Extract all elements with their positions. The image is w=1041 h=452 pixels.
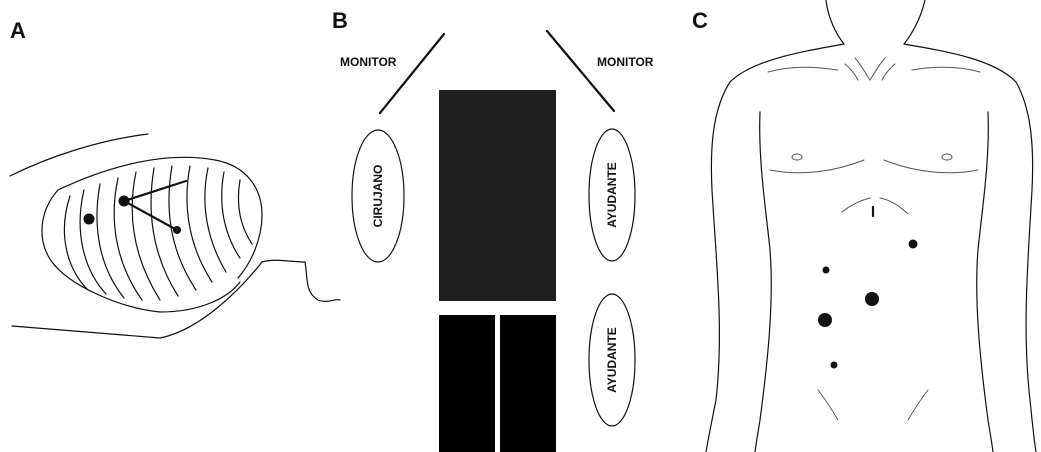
assistant-bottom-label: AYUDANTE	[605, 327, 619, 393]
rib	[131, 171, 161, 301]
rib	[204, 167, 227, 273]
neck-muscle-left	[844, 63, 859, 81]
arm-outline	[9, 133, 149, 177]
rib	[79, 189, 107, 295]
rib	[150, 167, 179, 297]
monitor-left	[378, 32, 446, 115]
nipple-left	[791, 153, 803, 161]
torso-right-outline	[903, 43, 1037, 452]
costal-margin-left	[841, 197, 871, 213]
rib	[113, 177, 143, 301]
rib	[63, 195, 89, 291]
trocar-port	[830, 361, 838, 369]
neck-muscle-right	[881, 63, 896, 81]
pectoral-left	[769, 159, 865, 174]
trocar-port	[818, 313, 832, 327]
trocar-port	[822, 266, 830, 274]
port-line	[122, 199, 179, 232]
neck-left	[825, 0, 845, 45]
rib	[96, 183, 125, 299]
panel-c-letter: C	[692, 8, 708, 33]
inguinal-left	[817, 389, 839, 421]
assistant-bottom-position	[588, 293, 636, 427]
nipple-right	[941, 153, 953, 161]
rib	[237, 179, 253, 245]
ribcage-outline	[41, 189, 241, 313]
leg-board-right	[500, 315, 556, 452]
arm-left-inner	[754, 111, 772, 452]
assistant-top-label: AYUDANTE	[605, 162, 619, 228]
pectoral-right	[883, 159, 979, 174]
monitor-left-label: MONITOR	[340, 55, 397, 69]
panel-a: A	[9, 18, 341, 339]
port-line	[122, 179, 188, 203]
trocar-port	[118, 195, 130, 207]
trocar-port	[908, 239, 918, 249]
torso-left-outline	[705, 43, 845, 452]
leg-board-left	[439, 315, 495, 452]
trocar-port	[83, 213, 95, 225]
torso-lower-outline	[11, 259, 341, 339]
panel-b: B MONITOR MONITOR CIRUJANO AYUDANTE AYUD…	[332, 8, 654, 452]
arm-right-inner	[976, 111, 994, 452]
rib	[186, 165, 213, 283]
inguinal-right	[907, 389, 929, 421]
trocar-port	[173, 226, 181, 234]
ribs	[63, 165, 253, 301]
clavicle-right	[911, 66, 981, 73]
panel-c: C	[692, 0, 1037, 452]
assistant-top-position	[588, 128, 636, 262]
clavicle-left	[767, 66, 839, 73]
rib	[221, 171, 241, 259]
surgeon-position	[351, 129, 405, 263]
panel-b-letter: B	[332, 8, 348, 33]
neck-right	[903, 0, 926, 45]
monitor-right	[545, 29, 616, 113]
sternal-notch	[854, 57, 886, 81]
monitor-right-label: MONITOR	[597, 55, 654, 69]
trocar-port	[865, 292, 879, 306]
rib	[168, 165, 197, 291]
costal-margin-right	[879, 197, 909, 215]
panel-a-letter: A	[10, 18, 26, 43]
torso-upper-outline	[57, 156, 263, 279]
surgeon-label: CIRUJANO	[371, 165, 385, 228]
operating-table-upper	[439, 90, 556, 301]
